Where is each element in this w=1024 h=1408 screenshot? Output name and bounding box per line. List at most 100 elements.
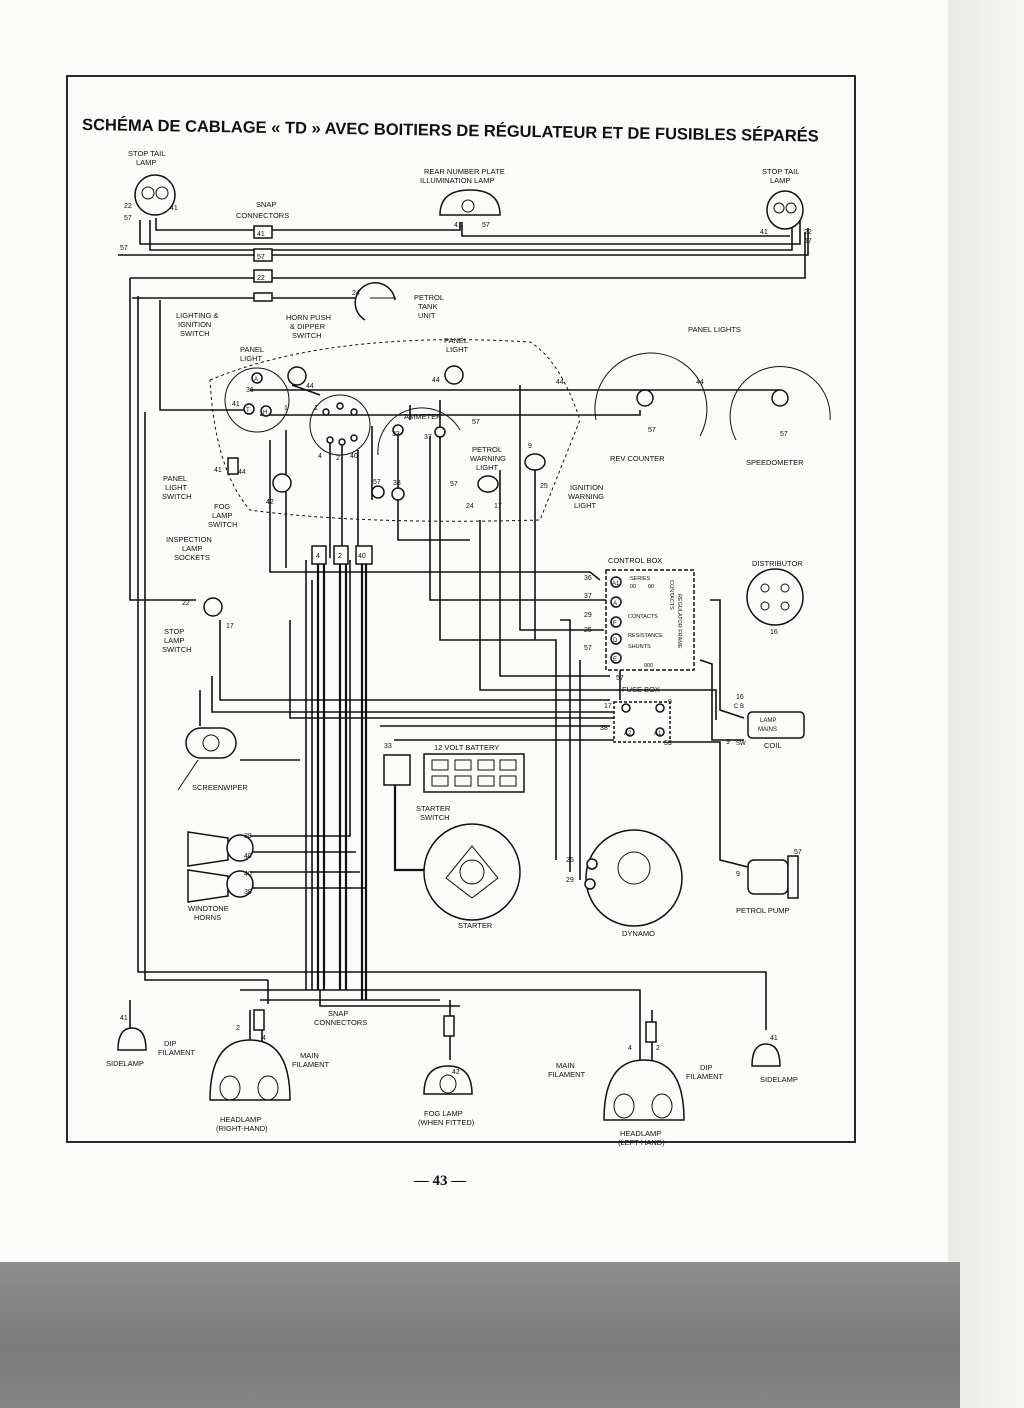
- label-panel-light-b-2: LIGHT: [446, 345, 469, 354]
- terminal-control-a: A: [613, 601, 617, 607]
- wire-cb-36: 36: [584, 575, 592, 582]
- wire-front-41a: 41: [120, 1015, 128, 1022]
- terminal-fuse-a2: A2: [624, 731, 632, 737]
- terminal-control-f: F: [613, 621, 617, 627]
- stop-tail-lamp-left: [134, 174, 176, 216]
- label-headlamp-rh-1: HEADLAMP: [220, 1115, 261, 1124]
- wire-fuse-33: 33: [664, 740, 672, 747]
- panel-light-a: [287, 366, 307, 386]
- wire-horn-40a: 40: [244, 853, 252, 860]
- label-stop-switch-2: LAMP: [164, 636, 184, 645]
- label-fog-lamp-2: (WHEN FITTED): [418, 1118, 475, 1127]
- label-dynamo: DYNAMO: [622, 929, 655, 938]
- label-main-right-2: FILAMENT: [548, 1070, 586, 1079]
- label-coil-sw: SW: [736, 741, 746, 747]
- label-horn-3: SWITCH: [292, 331, 322, 340]
- wire-stop-22: 22: [182, 600, 190, 607]
- diagram-title: SCHÉMA DE CABLAGE « TD » AVEC BOITIERS D…: [82, 115, 819, 146]
- wire-dash-42: 42: [266, 499, 274, 506]
- terminal-switch-t: T: [246, 408, 250, 414]
- wire-tail-left-57: 57: [124, 215, 132, 222]
- wire-fuse-17: 17: [604, 703, 612, 710]
- fog-lamp-switch: [272, 473, 292, 493]
- label-petrol-pump: PETROL PUMP: [736, 906, 789, 915]
- coil-fuse-detail: C B SW LAMP MAINS A2 A1 A T H: [246, 377, 777, 747]
- label-stop-tail-lamp-left-2: LAMP: [136, 158, 156, 167]
- wire-plate-57: 57: [482, 222, 490, 229]
- label-tank-3: UNIT: [418, 311, 436, 320]
- wire-coil-16: 16: [736, 694, 744, 701]
- panel-light-b: [444, 365, 464, 385]
- windtone-horns: [187, 831, 254, 903]
- wire-fuse-38: 38: [600, 725, 608, 732]
- sidelamp-left: [117, 1027, 147, 1051]
- num-shunt-coils: 000: [644, 663, 653, 669]
- label-headlamp-rh-2: (RIGHT-HAND): [216, 1124, 268, 1133]
- wire-dash-33b: 33: [393, 480, 401, 487]
- wire-warning-57: 57: [450, 481, 458, 488]
- wire-coil-9: 9: [726, 739, 730, 746]
- label-tank-1: PETROL: [414, 293, 444, 302]
- num-series-coil-2: 00: [648, 584, 654, 590]
- control-box-detail: A1 A F D E SERIES 00 00 CONTACTS RESISTA…: [612, 576, 682, 669]
- wire-pump-57: 57: [794, 849, 802, 856]
- label-resistance: RESISTANCE: [628, 633, 663, 639]
- label-stop-tail-lamp-right-2: LAMP: [770, 176, 790, 185]
- label-fog-switch-2: LAMP: [212, 511, 232, 520]
- component-labels: STOP TAIL LAMP STOP TAIL LAMP REAR NUMBE…: [106, 149, 804, 1147]
- wire-warning-25: 25: [540, 483, 548, 490]
- stop-lamp-switch: [203, 597, 223, 617]
- wire-tail-left-22: 22: [124, 203, 132, 210]
- label-headlamp-lh-2: (LEFT-HAND): [618, 1138, 665, 1147]
- wire-dash-36: 36: [246, 387, 254, 394]
- diagram-border: [66, 75, 856, 1143]
- label-coil-lamp: LAMP: [760, 718, 776, 724]
- lighting-ignition-switch: [224, 367, 290, 433]
- label-snap-top-2: CONNECTORS: [236, 211, 289, 220]
- terminal-control-e: E: [613, 657, 617, 663]
- label-dip-right-2: FILAMENT: [686, 1072, 724, 1081]
- petrol-warning-light: [477, 475, 499, 493]
- label-horn-2: & DIPPER: [290, 322, 326, 331]
- rear-number-plate-lamp: [439, 189, 501, 216]
- label-headlamp-lh-1: HEADLAMP: [620, 1129, 661, 1138]
- coil: [747, 711, 805, 739]
- label-starter: STARTER: [458, 921, 493, 930]
- label-coil: COIL: [764, 741, 782, 750]
- starter-switch: [383, 754, 411, 786]
- label-series: SERIES: [630, 576, 651, 582]
- label-fog-lamp-1: FOG LAMP: [424, 1109, 463, 1118]
- label-inspection-1: INSPECTION: [166, 535, 212, 544]
- label-horn-1: HORN PUSH: [286, 313, 331, 322]
- label-ammeter: AMMETER: [404, 412, 442, 421]
- label-battery: 12 VOLT BATTERY: [434, 743, 499, 752]
- wire-distributor-16: 16: [770, 629, 778, 636]
- wire-horn-40b: 40: [244, 871, 252, 878]
- petrol-pump: [747, 855, 799, 899]
- wire-front-41b: 41: [770, 1035, 778, 1042]
- fuse-box: [613, 701, 671, 743]
- wire-stop-17: 17: [226, 623, 234, 630]
- label-fuse-box: FUSE BOX: [622, 685, 660, 694]
- label-panel-light-a-2: LIGHT: [240, 354, 263, 363]
- wire-front-42: 42: [452, 1069, 460, 1076]
- distributor: [746, 568, 804, 626]
- label-screenwiper: SCREENWIPER: [192, 783, 248, 792]
- dynamo: [584, 829, 683, 927]
- label-distributor: DISTRIBUTOR: [752, 559, 803, 568]
- label-lighting-1: LIGHTING &: [176, 311, 219, 320]
- wire-plate-41: 41: [454, 222, 462, 229]
- label-inspection-2: LAMP: [182, 544, 202, 553]
- label-sidelamp-right: SIDELAMP: [760, 1075, 798, 1084]
- label-rear-plate-1: REAR NUMBER PLATE: [424, 167, 505, 176]
- wire-cb-57a: 57: [584, 645, 592, 652]
- dashboard-outline: [209, 339, 581, 522]
- wire-cb-29: 29: [584, 612, 592, 619]
- panel-light-switch: [227, 457, 239, 475]
- wire-panel-57a: 57: [648, 427, 656, 434]
- headlamp-right-hand: [209, 1039, 291, 1101]
- petrol-tank-unit: [354, 282, 396, 321]
- wire-dash-2: 2: [336, 455, 340, 462]
- wire-dash-1a: 1: [284, 405, 288, 412]
